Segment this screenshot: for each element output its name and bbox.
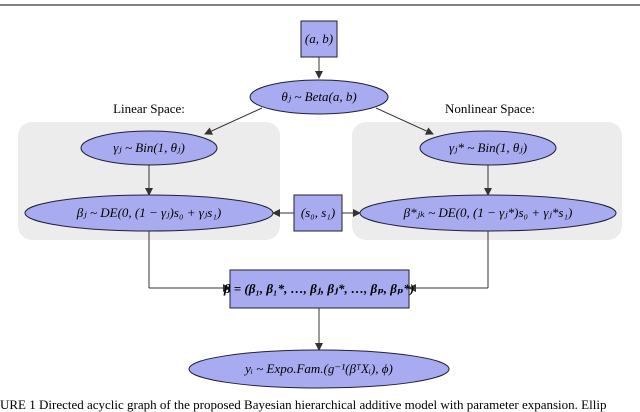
node-ab (300, 20, 338, 58)
node-gamma-label: γⱼ ~ Bin(1, θⱼ) (113, 140, 185, 155)
node-beta-vec (229, 269, 410, 309)
node-s0s1 (293, 194, 343, 232)
node-gamma-star (419, 130, 557, 166)
node-beta-label: βⱼ ~ DE(0, (1 − γⱼ)s₀ + γⱼs₁) (76, 205, 221, 220)
node-beta (24, 194, 274, 232)
node-y-label: yᵢ ~ Expo.Fam.(g⁻¹(βᵀXᵢ), ϕ) (243, 361, 393, 376)
edge-theta-gammastar (375, 107, 434, 135)
node-gamma-star-label: γⱼ* ~ Bin(1, θⱼ) (449, 140, 527, 155)
node-s0s1-label: (s₀, s₁) (301, 205, 335, 220)
nonlinear-space-label: Nonlinear Space: (445, 101, 535, 116)
node-y (188, 349, 450, 389)
node-gamma (80, 130, 218, 166)
node-theta (249, 79, 389, 115)
edge-theta-gamma (204, 107, 263, 135)
node-beta-star (359, 194, 617, 232)
node-beta-star-label: β*ⱼₖ ~ DE(0, (1 − γⱼ*)s₀ + γⱼ*s₁) (403, 205, 573, 220)
node-beta-vec-label: β = (β₁, β₁*, …, βⱼ, βⱼ*, …, βₚ, βₚ*) (223, 281, 414, 296)
figure-caption: URE 1 Directed acyclic graph of the prop… (0, 397, 606, 412)
linear-space-label: Linear Space: (113, 101, 185, 116)
node-theta-label: θⱼ ~ Beta(a, b) (281, 89, 356, 104)
node-ab-label: (a, b) (305, 31, 333, 46)
